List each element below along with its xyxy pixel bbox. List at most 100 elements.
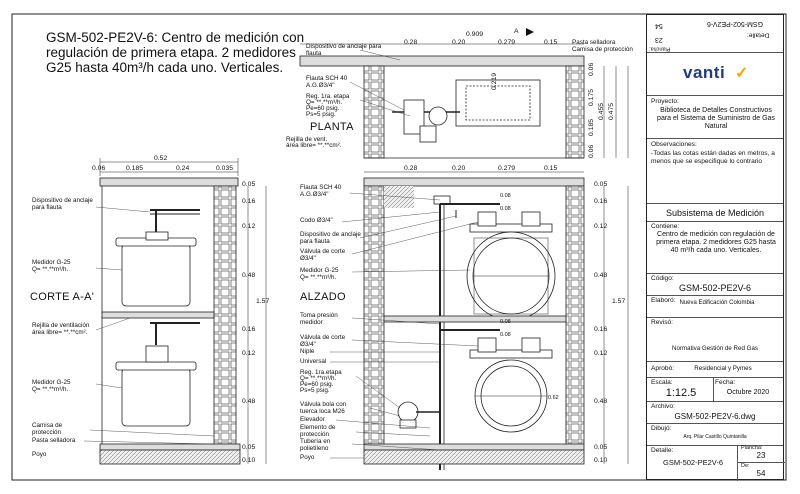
alzado-label-toma: Toma presión medidor <box>300 312 338 326</box>
vanti-logo: vanti <box>683 63 726 82</box>
alzado-label-codo: Codo Ø3/4" <box>300 217 333 224</box>
planta-label-rejilla: Rejilla de vent. <box>286 136 328 143</box>
alzado-view <box>363 171 629 470</box>
alzado-dim-right: 0.05 <box>594 444 608 451</box>
planta-view <box>299 28 629 159</box>
tb-codigo: GSM-502-PE2V-6 <box>678 283 752 293</box>
corte-dim-right: 0.10 <box>242 457 256 464</box>
drawing-title: GSM-502-PE2V-6: Centro de medición con r… <box>46 30 305 76</box>
alzado-label-flauta-ag: A.G.Ø3/4" <box>300 191 329 198</box>
tb-observaciones-label: Observaciones: <box>651 141 697 148</box>
planta-dim-right: 0.06 <box>588 62 595 76</box>
alzado-label-dispositivo: Dispositivo de anclaje para flauta <box>300 231 361 245</box>
alzado-label-valvula-bola: Válvula bola con tuerca loca M26 <box>300 401 347 415</box>
corte-dim-overall-height: 1.57 <box>256 298 270 305</box>
alzado-dim-right: 0.12 <box>594 223 608 230</box>
planta-dim-right: 0.185 <box>588 118 595 136</box>
alzado-dim-right: 0.10 <box>594 457 608 464</box>
planta-label-dispositivo: Dispositivo de anclaje para flauta <box>306 43 382 57</box>
tb-detalle-label: Detalle: <box>651 447 674 454</box>
view-label-corte: CORTE A-A' <box>30 291 95 303</box>
sheet-frame <box>11 13 787 481</box>
tb-dibujo: Arq. Pilar Castillo Quintanilla <box>683 434 747 440</box>
tb-aprobo: Residencial y Pymes <box>694 365 752 372</box>
tb-elaboro-label: Elaboró: <box>651 297 676 304</box>
tb-contiene: Centro de medición con regulación de pri… <box>656 231 776 255</box>
corte-dim-right: 0.12 <box>242 223 256 230</box>
planta-dim-top: 0.15 <box>544 39 558 46</box>
corte-dim-top: 0.035 <box>216 165 234 172</box>
alzado-dim-top: 0.28 <box>404 165 418 172</box>
alzado-dim-top: 0.20 <box>452 165 466 172</box>
corte-label-poyo: Poyo <box>32 451 47 458</box>
corte-dim-right: 0.48 <box>242 272 256 279</box>
tb-subsistema: Subsistema de Medición <box>665 208 765 218</box>
alzado-label-universal: Universal <box>300 358 327 365</box>
alzado-label-medidor: Medidor G-25 <box>300 267 339 274</box>
tb-dibujo-label: Dibujó: <box>651 425 672 432</box>
tb-codigo-label: Código: <box>651 275 674 282</box>
planta-dim-overall: 0.909 <box>466 31 484 38</box>
planta-label-camisa: Camisa de protección <box>572 46 633 53</box>
section-mark: A <box>514 28 519 35</box>
planta-label-reg-pe: Pe=60 psig. <box>306 105 340 112</box>
view-label-planta: PLANTA <box>310 121 354 133</box>
tb-reviso: Normativa Gestión de Red Gas <box>672 345 758 352</box>
corte-view <box>99 158 267 465</box>
tb-sheet-flipped: 54 <box>655 22 663 30</box>
alzado-dim-right: 0.16 <box>594 326 608 333</box>
tb-fecha: Octubre 2020 <box>726 389 770 396</box>
tb-plancha-flipped: 23 <box>655 36 663 44</box>
tb-detalle: GSM-502-PE2V-6 <box>662 458 724 467</box>
tb-code-flipped: GSM-502-PE2V-6 <box>707 20 764 28</box>
corte-dim-right: 0.12 <box>242 350 256 357</box>
planta-dim-top: 0.28 <box>404 39 418 46</box>
alzado-dim-right: 0.48 <box>594 398 608 405</box>
planta-dim-top: 0.279 <box>498 39 516 46</box>
alzado-label-reg-ps: Ps=5 psig. <box>300 387 330 394</box>
tb-fecha-label: Fecha: <box>715 379 736 386</box>
alzado-label-reg-pe: Pe=60 psig. <box>300 381 334 388</box>
tb-reviso-label: Revisó: <box>651 319 673 326</box>
alzado-dim-right: 0.05 <box>594 181 608 188</box>
alzado-label-tuberia: Tubería en polietileno <box>300 438 331 452</box>
planta-label-pasta: Pasta selladora <box>572 39 616 46</box>
planta-label-reg-ps: Ps=5 psig. <box>306 111 336 118</box>
tb-plancha-label-flipped: Plancha: <box>649 45 671 52</box>
alzado-dim-inner: 0.08 <box>500 332 511 338</box>
planta-label-flauta: Flauta SCH 40 <box>306 75 348 82</box>
alzado-dim-top: 0.15 <box>544 165 558 172</box>
planta-dim-top: 0.20 <box>452 39 466 46</box>
tb-plancha: 23 <box>756 451 766 460</box>
tb-de: 54 <box>756 469 766 478</box>
alzado-dim-inner: 0.08 <box>500 193 511 199</box>
alzado-label-reg-q: Q= **.**m³/h. <box>300 375 337 382</box>
alzado-label-reg: Reg. 1ra.etapa <box>300 369 342 376</box>
tb-aprobo-label: Aprobó: <box>651 365 675 372</box>
planta-dim-right: 0.475 <box>608 102 615 120</box>
corte-dim-right: 0.16 <box>242 198 256 205</box>
alzado-label-poyo: Poyo <box>300 454 315 461</box>
tb-proyecto: Biblioteca de Detalles Constructivos par… <box>657 107 775 131</box>
alzado-dim-overall-height: 1.57 <box>612 298 626 305</box>
planta-dim-inner: 0.219 <box>491 72 498 90</box>
alzado-label-elemento: Elemento de protección <box>300 424 336 438</box>
tb-escala-label: Escala: <box>651 379 673 386</box>
tb-plancha-label: Plancha: <box>741 445 763 451</box>
planta-label-reg-q: Q= **.**m³/h. <box>306 99 343 106</box>
corte-label-camisa: Camisa de protección <box>32 422 63 436</box>
alzado-dim-inner: 0.62 <box>548 395 559 401</box>
alzado-label-elevador: Elevador <box>300 416 325 423</box>
corte-label-medidor1: Medidor G-25 <box>32 259 71 266</box>
corte-dim-right: 0.16 <box>242 326 256 333</box>
planta-dim-right: 0.455 <box>598 102 605 120</box>
corte-dim-overall-width: 0.52 <box>154 155 168 162</box>
corte-dim-right: 0.05 <box>242 181 256 188</box>
alzado-dim-inner: 0.08 <box>500 319 511 325</box>
alzado-label-medidor-q: Q= **.**m³/h. <box>300 274 337 281</box>
corte-dim-top: 0.06 <box>92 165 106 172</box>
planta-dim-right: 0.175 <box>588 88 595 106</box>
corte-label-pasta: Pasta selladora <box>32 437 76 444</box>
vanti-check-icon: ✓ <box>735 65 749 82</box>
